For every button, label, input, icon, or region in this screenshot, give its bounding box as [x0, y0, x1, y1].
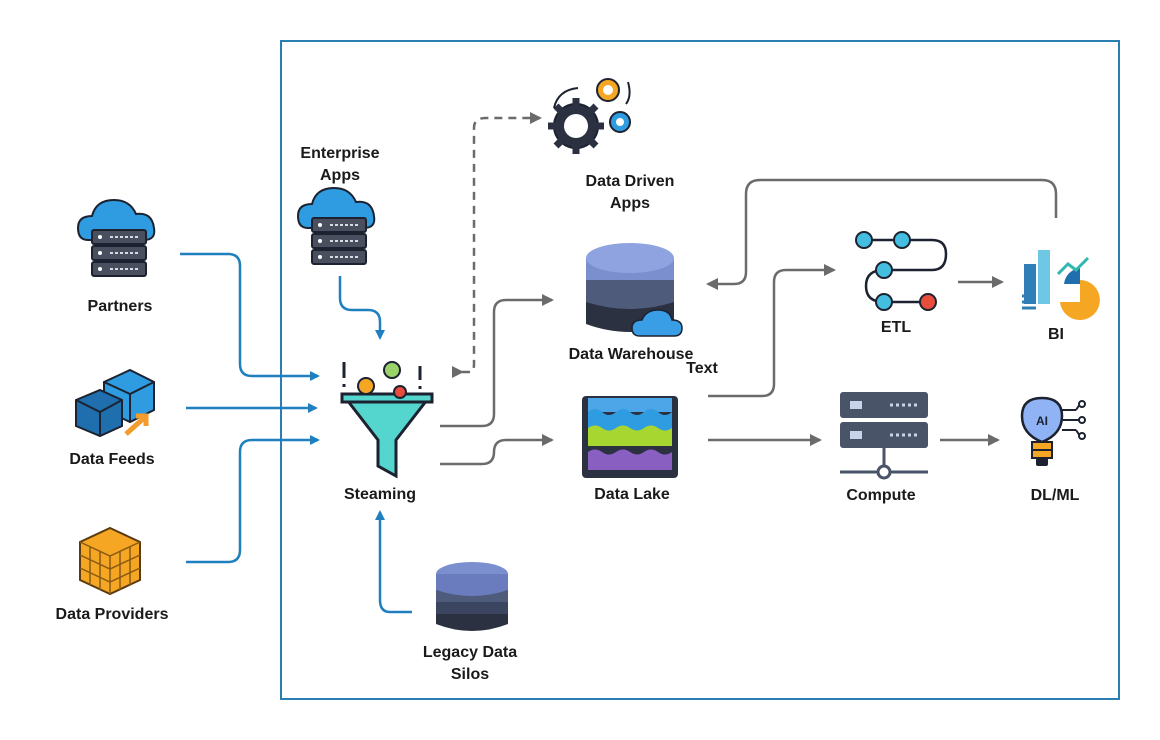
funnel-icon — [340, 361, 434, 479]
ai-badge-text: AI — [1036, 414, 1048, 428]
arrow-legacy-to-streaming — [375, 510, 412, 614]
arrow-streaming-to-lake — [440, 434, 554, 466]
arrow-streaming-data-driven-apps — [452, 112, 542, 378]
database-cloud-icon — [586, 243, 683, 337]
label-data-warehouse: Data Warehouse — [568, 346, 694, 363]
cloud-server-icon — [296, 186, 376, 265]
cloud-server-icon — [76, 198, 156, 277]
data-cubes-icon — [75, 368, 155, 438]
label-legacy-data-silos: Legacy Data Silos — [422, 644, 518, 683]
arrow-enterprise-to-streaming — [338, 276, 385, 340]
arrow-lake-to-etl — [708, 264, 836, 398]
label-data-lake: Data Lake — [594, 486, 670, 503]
pipeline-icon — [855, 231, 948, 311]
data-cube-grid-icon — [79, 526, 141, 596]
arrow-streaming-to-warehouse — [440, 294, 554, 428]
server-rack-icon — [840, 392, 928, 480]
label-stray-text: Text — [686, 360, 718, 377]
database-icon — [436, 562, 508, 631]
data-lake-tank-icon — [582, 396, 678, 478]
label-data-driven-apps: Data Driven Apps — [585, 173, 675, 212]
platform-boundary — [280, 40, 1120, 700]
label-streaming: Steaming — [343, 486, 416, 503]
label-dl-ml: DL/ML — [1030, 487, 1080, 504]
label-enterprise-apps: Enterprise Apps — [300, 145, 380, 184]
label-data-providers: Data Providers — [55, 606, 169, 623]
label-bi: BI — [1048, 326, 1064, 343]
label-compute: Compute — [846, 487, 916, 504]
arrow-partners-to-streaming — [180, 252, 320, 381]
label-etl: ETL — [880, 319, 912, 336]
arrow-dataproviders-to-streaming — [186, 435, 320, 564]
arrow-bi-to-warehouse — [706, 178, 1058, 290]
label-data-feeds: Data Feeds — [69, 451, 155, 468]
ai-bulb-icon: AI — [1020, 396, 1086, 466]
gears-icon — [548, 78, 631, 154]
label-partners: Partners — [87, 298, 153, 315]
bi-chart-icon — [1022, 250, 1100, 320]
